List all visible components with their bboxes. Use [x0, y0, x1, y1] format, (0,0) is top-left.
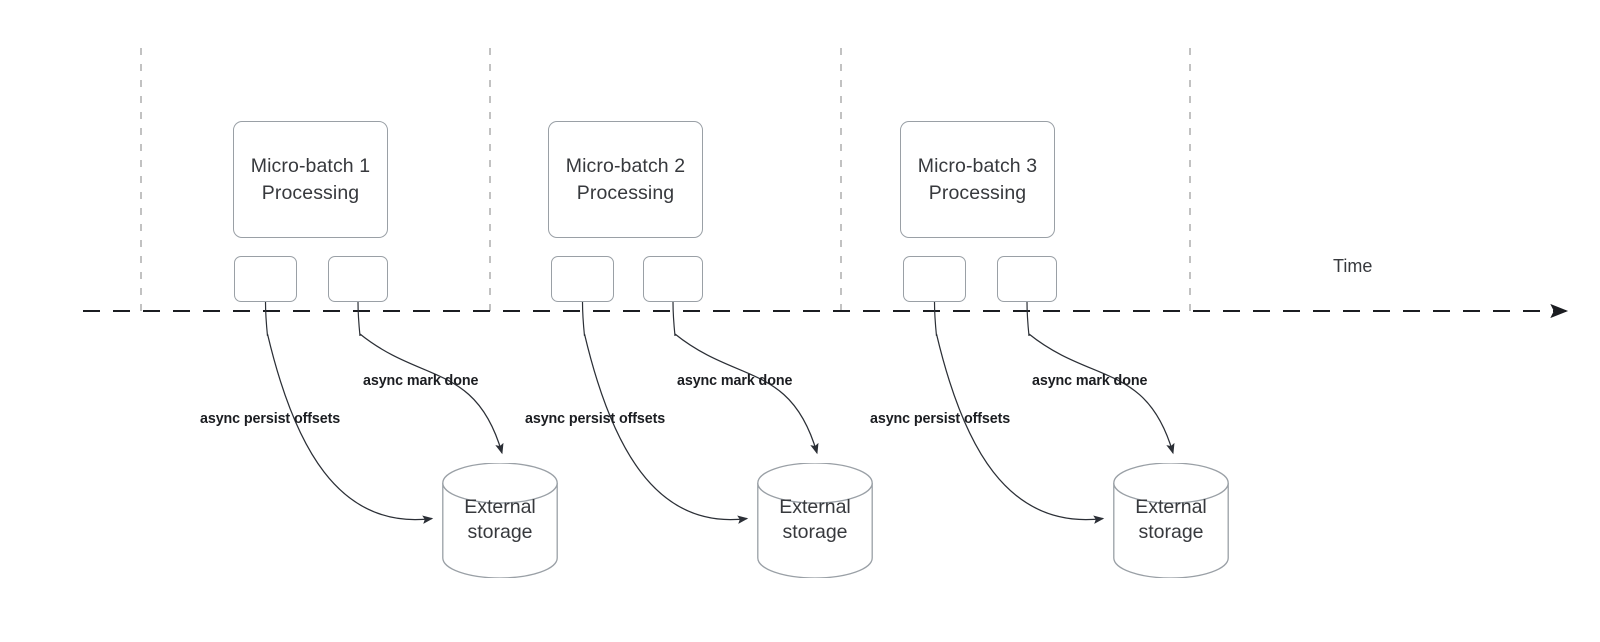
task-box-3-2[interactable] [997, 256, 1057, 302]
async-persist-offsets-label-1: async persist offsets [200, 411, 341, 427]
external-storage-cylinder-2[interactable]: External storage [757, 462, 873, 579]
task-box-1-1[interactable] [234, 256, 297, 302]
external-storage-cylinder-1[interactable]: External storage [442, 462, 558, 579]
task-stem-2-2 [672, 301, 676, 337]
async-mark-done-label-3: async mark done [1032, 373, 1148, 389]
cylinder-shape [442, 462, 558, 579]
async-mark-done-arrow-3 [1028, 333, 1175, 455]
time-axis-label: Time [1333, 256, 1373, 276]
async-persist-offsets-arrow-1 [266, 333, 434, 524]
async-persist-offsets-label-2: async persist offsets [525, 411, 666, 427]
task-stem-1-1 [264, 301, 269, 337]
cylinder-shape [1113, 462, 1229, 579]
async-mark-done-arrow-2 [674, 333, 819, 455]
async-mark-done-label-2: async mark done [677, 373, 793, 389]
micro-batch-box-2[interactable]: Micro-batch 2 Processing [548, 121, 703, 238]
timeline-separator-group [140, 48, 1191, 311]
task-stem-3-1 [933, 301, 938, 337]
async-persist-offsets-arrow-3 [935, 333, 1105, 524]
task-box-1-2[interactable] [328, 256, 388, 302]
micro-batch-box-1[interactable]: Micro-batch 1 Processing [233, 121, 388, 238]
task-box-2-2[interactable] [643, 256, 703, 302]
async-mark-done-arrow-1 [359, 333, 504, 455]
task-box-3-1[interactable] [903, 256, 966, 302]
async-persist-offsets-label-3: async persist offsets [870, 411, 1011, 427]
async-mark-done-label-1: async mark done [363, 373, 479, 389]
async-persist-offsets-arrow-2 [583, 333, 749, 524]
task-stem-2-1 [581, 301, 586, 337]
async-edge-group [264, 301, 1175, 524]
cylinder-shape [757, 462, 873, 579]
external-storage-cylinder-3[interactable]: External storage [1113, 462, 1229, 579]
task-stem-1-2 [357, 301, 361, 337]
micro-batch-box-3[interactable]: Micro-batch 3 Processing [900, 121, 1055, 238]
task-stem-3-2 [1026, 301, 1030, 337]
task-box-2-1[interactable] [551, 256, 614, 302]
